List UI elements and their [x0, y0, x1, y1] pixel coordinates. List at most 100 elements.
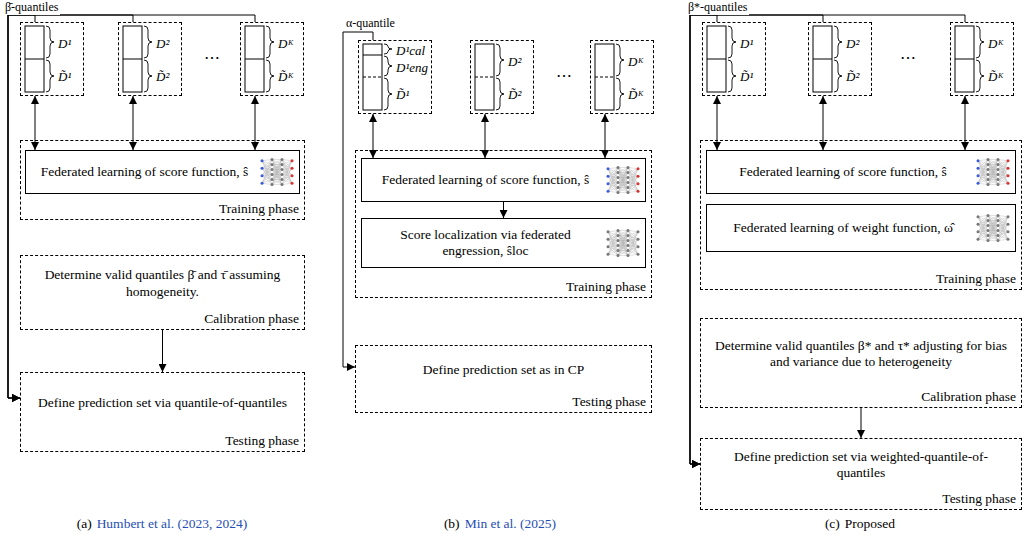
connector	[255, 96, 256, 150]
connector	[162, 330, 163, 372]
split-line	[475, 77, 494, 78]
brace	[46, 26, 54, 58]
edge-label: β*-quantiles	[686, 0, 749, 15]
dataset-label: D²	[508, 54, 521, 69]
split-line	[25, 59, 44, 60]
brace	[728, 26, 736, 58]
connector	[717, 96, 718, 150]
brace	[384, 78, 392, 110]
dataset-label: D¹eng	[396, 60, 428, 75]
data-stack	[955, 26, 974, 92]
network-icon	[607, 229, 640, 257]
connector	[485, 114, 486, 158]
data-client-box: DᴷD̃ᴷ	[240, 22, 304, 96]
data-stack	[595, 44, 624, 110]
split-line	[363, 55, 382, 56]
box-text: Score localization via federated engress…	[370, 227, 601, 259]
caption-text: (c)	[825, 516, 840, 531]
dataset-label: D̃²	[156, 69, 169, 84]
dataset-label: D̃ᴷ	[278, 69, 294, 84]
data-stack	[245, 26, 264, 92]
dataset-label: D¹cal	[396, 43, 425, 58]
brace	[384, 56, 392, 76]
connector	[8, 15, 255, 398]
dataset-label: D̃²	[846, 69, 859, 84]
connector	[503, 202, 504, 218]
brace	[976, 26, 984, 58]
data-stack	[813, 26, 842, 92]
brace	[496, 78, 504, 110]
connector	[35, 96, 36, 150]
split-line	[595, 77, 614, 78]
data-client-box: D¹calD¹engD̃¹	[358, 40, 432, 114]
brace	[976, 60, 984, 92]
connector	[823, 96, 824, 150]
process-box: Federated learning of weight function, ω…	[706, 204, 1016, 252]
dataset-label: Dᴷ	[988, 36, 1004, 51]
caption-text: (a)	[77, 516, 92, 531]
data-stack	[25, 26, 44, 92]
phase-label: Testing phase	[572, 394, 646, 410]
data-client-box: D¹D̃¹	[702, 22, 766, 96]
dataset-label: D²	[156, 36, 169, 51]
data-stack	[363, 44, 392, 110]
ellipsis: ⋯	[900, 48, 916, 67]
dataset-label: D̃¹	[58, 69, 71, 84]
dataset-label: D²	[846, 36, 859, 51]
phase-text: Define prediction set as in CP	[366, 362, 641, 378]
phase-text: Define prediction set via quantile-of-qu…	[31, 395, 294, 411]
network-icon	[607, 166, 640, 194]
process-box: Federated learning of score function, ŝ	[25, 150, 300, 194]
connector	[605, 114, 606, 158]
phase-text: Determine valid quantiles β̄ and τ̄ assu…	[31, 267, 294, 299]
phase-box: Determine valid quantiles β* and τ* adju…	[700, 318, 1022, 408]
dataset-label: D¹	[740, 36, 753, 51]
dataset-label: D̃¹	[396, 87, 409, 102]
phase-label: Testing phase	[225, 433, 299, 449]
connector	[133, 96, 134, 150]
connector	[8, 15, 133, 398]
dataset-label: D¹	[58, 36, 71, 51]
data-stack	[363, 44, 382, 110]
phase-label: Training phase	[566, 279, 646, 295]
process-box: Federated learning of score function, ŝ	[706, 150, 1016, 194]
caption: (c) Proposed	[825, 516, 895, 532]
data-stack	[475, 44, 494, 110]
connector	[965, 96, 966, 150]
data-client-box: D²D̃²	[470, 40, 534, 114]
network-icon	[977, 158, 1010, 186]
brace	[384, 44, 392, 54]
box-text: Federated learning of weight function, ω…	[733, 220, 953, 236]
brace	[266, 26, 274, 58]
phase-box: Define prediction set via quantile-of-qu…	[20, 372, 305, 452]
data-client-box: D¹ D̃¹	[20, 22, 84, 96]
phase-box: Define prediction set as in CP Testing ph…	[355, 345, 652, 413]
phase-text: Determine valid quantiles β* and τ* adju…	[711, 338, 1011, 370]
brace	[266, 60, 274, 92]
process-box: Score localization via federated engress…	[361, 218, 646, 268]
phase-label: Testing phase	[942, 491, 1016, 507]
data-stack	[123, 26, 152, 92]
data-stack	[813, 26, 832, 92]
process-box: Federated learning of score function, ŝ	[361, 158, 646, 202]
brace	[46, 60, 54, 92]
phase-box: Determine valid quantiles β̄ and τ̄ assu…	[20, 255, 305, 330]
split-line	[955, 59, 974, 60]
phase-box: Define prediction set via weighted-quant…	[700, 438, 1022, 510]
caption-text: (b)	[444, 516, 460, 531]
brace	[728, 60, 736, 92]
split-line	[707, 59, 726, 60]
data-stack	[25, 26, 54, 92]
network-icon	[977, 214, 1010, 242]
phase-box: Training phaseFederated learning of scor…	[700, 140, 1022, 290]
data-stack	[707, 26, 726, 92]
phase-label: Calibration phase	[921, 389, 1016, 405]
caption-text: Proposed	[845, 516, 895, 531]
edge-label: α-quantile	[344, 16, 397, 31]
brace	[144, 26, 152, 58]
ellipsis: ⋯	[204, 48, 220, 67]
connector	[8, 15, 35, 398]
dataset-label: D̃ᴷ	[628, 87, 644, 102]
edge-label: β̄-quantiles	[3, 0, 60, 15]
